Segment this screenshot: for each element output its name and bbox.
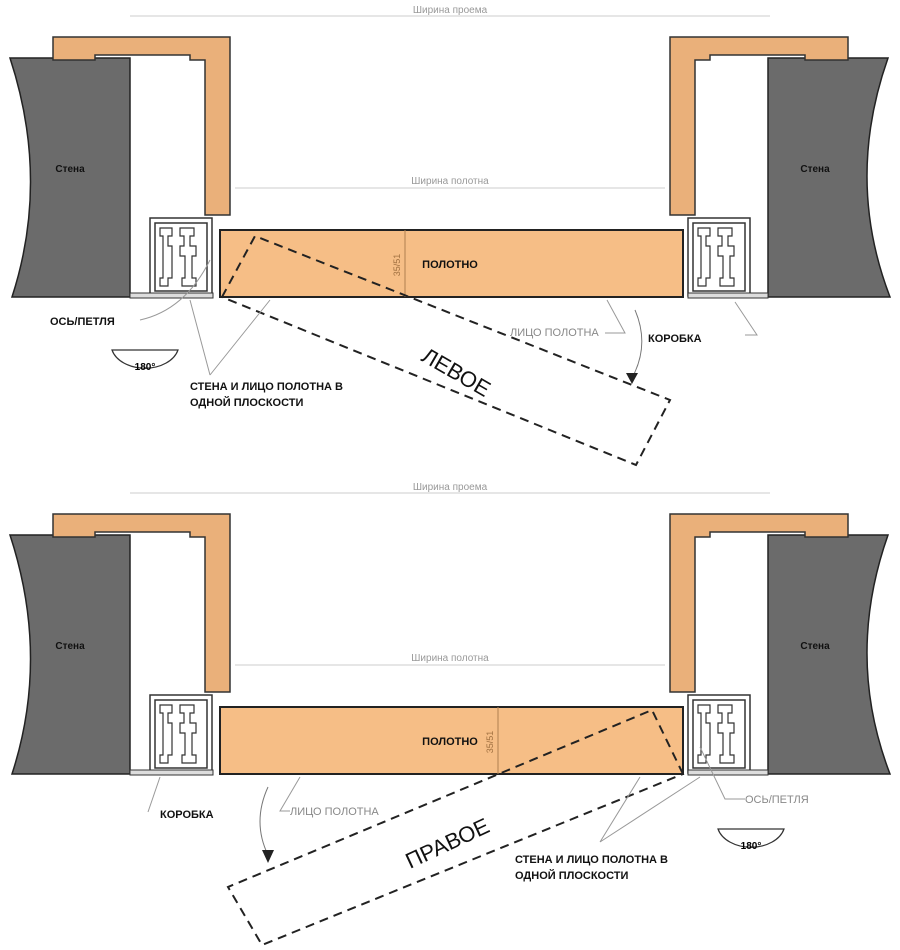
left-bottom-strip: [129, 769, 214, 776]
leaf-label: ПОЛОТНО: [422, 736, 478, 748]
swing-arrowhead: [262, 850, 274, 863]
leaf-face-leader: [279, 776, 301, 812]
right-wall-label: Стена: [800, 641, 830, 652]
direction-label: ПРАВОЕ: [402, 813, 494, 873]
left-wall-label: Стена: [55, 641, 85, 652]
left-casing: [52, 513, 231, 693]
right-bottom-strip: [687, 769, 769, 776]
angle-icon: [717, 828, 785, 848]
right-bottom-strip: [687, 292, 769, 299]
leaf-face-leader: [605, 299, 626, 334]
right-wall: [767, 57, 892, 298]
left-wall-label: Стена: [55, 164, 85, 175]
flush-label-line1: СТЕНА И ЛИЦО ПОЛОТНА В: [190, 381, 343, 393]
left-wall: [8, 534, 131, 775]
flush-leader: [189, 299, 271, 376]
right-frame-profile: [687, 217, 751, 297]
axis-hinge-label: ОСЬ/ПЕТЛЯ: [50, 316, 115, 328]
right-casing: [669, 36, 849, 216]
opening-width-label: Ширина проема: [413, 5, 488, 16]
leaf-label: ПОЛОТНО: [422, 259, 478, 271]
thickness-label: 35/51: [485, 731, 495, 754]
swing-arrow: [259, 786, 269, 856]
flush-label-line2: ОДНОЙ ПЛОСКОСТИ: [190, 396, 303, 409]
frame-leader: [147, 776, 161, 813]
angle-icon: [111, 349, 179, 369]
hinge-leader: [699, 746, 745, 800]
left-wall: [8, 57, 131, 298]
left-casing: [52, 36, 231, 216]
panel-left-opening: Ширина проема Стена Стена Ширина полотна…: [8, 5, 892, 467]
angle-label: 180°: [135, 362, 156, 373]
frame-label: КОРОБКА: [648, 333, 702, 345]
hinge-leader: [139, 259, 211, 321]
open-leaf-outline: [220, 234, 672, 467]
right-frame-profile: [687, 694, 751, 774]
opening-width-label: Ширина проема: [413, 482, 488, 493]
frame-leader: [734, 301, 758, 336]
leaf-width-label: Ширина полотна: [411, 653, 489, 664]
left-frame-profile: [149, 217, 213, 297]
left-bottom-strip: [129, 292, 214, 299]
leaf-width-label: Ширина полотна: [411, 176, 489, 187]
door-leaf: [219, 706, 684, 775]
leaf-face-label: ЛИЦО ПОЛОТНА: [510, 327, 599, 339]
leaf-face-label: ЛИЦО ПОЛОТНА: [290, 806, 379, 818]
frame-label: КОРОБКА: [160, 809, 214, 821]
flush-leader: [599, 776, 701, 843]
left-frame-profile: [149, 694, 213, 774]
axis-hinge-label: ОСЬ/ПЕТЛЯ: [745, 794, 809, 806]
panel-right-opening: Ширина проема Стена Стена Ширина полотна…: [8, 482, 892, 947]
flush-label-line2: ОДНОЙ ПЛОСКОСТИ: [515, 869, 628, 882]
flush-label-line1: СТЕНА И ЛИЦО ПОЛОТНА В: [515, 854, 668, 866]
right-wall: [767, 534, 892, 775]
right-casing: [669, 513, 849, 693]
open-leaf-outline: [226, 708, 685, 947]
swing-arrow: [631, 309, 643, 379]
thickness-label: 35/51: [392, 254, 402, 277]
right-wall-label: Стена: [800, 164, 830, 175]
swing-arrowhead: [626, 373, 638, 384]
door-leaf: [219, 229, 684, 298]
angle-label: 180°: [741, 841, 762, 852]
